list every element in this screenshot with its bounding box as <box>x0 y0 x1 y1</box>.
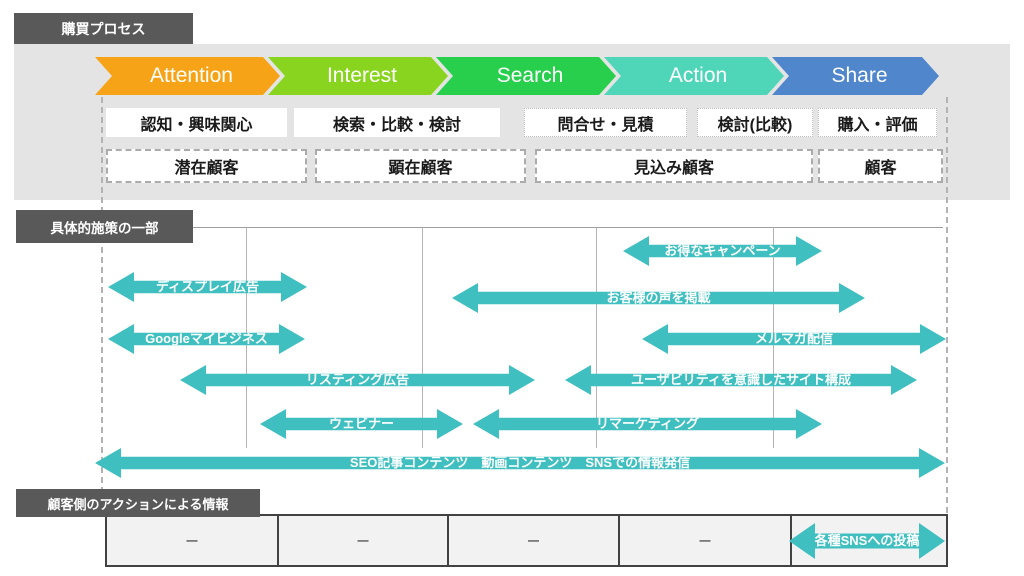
measure-arrow-google-my-business: Googleマイビジネス <box>108 324 305 354</box>
stage-label: Search <box>496 64 564 87</box>
stage-chevron-share: Share <box>772 57 939 95</box>
measure-arrow-listing-ads: リスティング広告 <box>180 365 535 395</box>
measure-arrow-usability-site: ユーザビリティを意識したサイト構成 <box>565 365 917 395</box>
table-cell-empty: — <box>279 516 449 565</box>
action-box-search-compare: 検索・比較・検討 <box>294 108 500 137</box>
section-label-purchase-process: 購買プロセス <box>14 13 193 44</box>
measure-arrow-seo-content: SEO記事コンテンツ 動画コンテンツ SNSでの情報発信 <box>95 448 945 478</box>
measure-arrow-webinar: ウェビナー <box>260 409 463 439</box>
section-label-text: 顧客側のアクションによる情報 <box>47 496 229 512</box>
stage-chevron-attention: Attention <box>95 57 280 95</box>
segment-box-potential-customer: 潜在顧客 <box>106 149 307 183</box>
stage-label: Attention <box>150 64 233 87</box>
measure-arrow-customer-voice: お客様の声を掲載 <box>452 283 865 313</box>
section-label-text: 購買プロセス <box>61 20 146 37</box>
grid-column-line <box>422 227 423 448</box>
stage-label: Action <box>668 64 728 87</box>
section-label-measures: 具体的施策の一部 <box>16 210 193 243</box>
dashed-guide-left <box>101 97 103 513</box>
measure-arrow-mail-magazine: メルマガ配信 <box>642 324 946 354</box>
segment-box-customer: 顧客 <box>818 149 943 183</box>
measure-arrow-display-ads: ディスプレイ広告 <box>108 272 307 302</box>
stage-label: Interest <box>326 64 398 87</box>
action-box-consider: 検討(比較) <box>697 108 813 137</box>
segment-box-actualized-customer: 顕在顧客 <box>315 149 526 183</box>
table-cell-empty: — <box>449 516 620 565</box>
grid-top-line <box>193 227 943 228</box>
stage-chevron-interest: Interest <box>268 57 448 95</box>
segment-box-prospective-customer: 見込み顧客 <box>535 149 813 183</box>
empty-dash-icon: — <box>186 534 198 547</box>
section-label-text: 具体的施策の一部 <box>50 220 159 236</box>
empty-dash-icon: — <box>528 534 539 547</box>
table-cell-empty: — <box>107 516 279 565</box>
section-label-customer-actions: 顧客側のアクションによる情報 <box>16 489 260 517</box>
action-box-inquiry-quote: 問合せ・見積 <box>524 108 687 137</box>
stage-chevron-search: Search <box>436 57 616 95</box>
table-cell-empty: — <box>620 516 792 565</box>
stage-chevron-action: Action <box>604 57 784 95</box>
stage-label: Share <box>831 64 888 87</box>
measure-arrow-remarketing: リマーケティング <box>473 409 822 439</box>
action-box-awareness: 認知・興味関心 <box>106 108 287 137</box>
action-box-purchase-review: 購入・評価 <box>818 108 937 137</box>
empty-dash-icon: — <box>357 534 369 547</box>
empty-dash-icon: — <box>699 534 711 547</box>
measure-arrow-campaign: お得なキャンペーン <box>623 236 822 266</box>
grid-column-line <box>596 227 597 448</box>
dashed-guide-right <box>946 97 948 513</box>
